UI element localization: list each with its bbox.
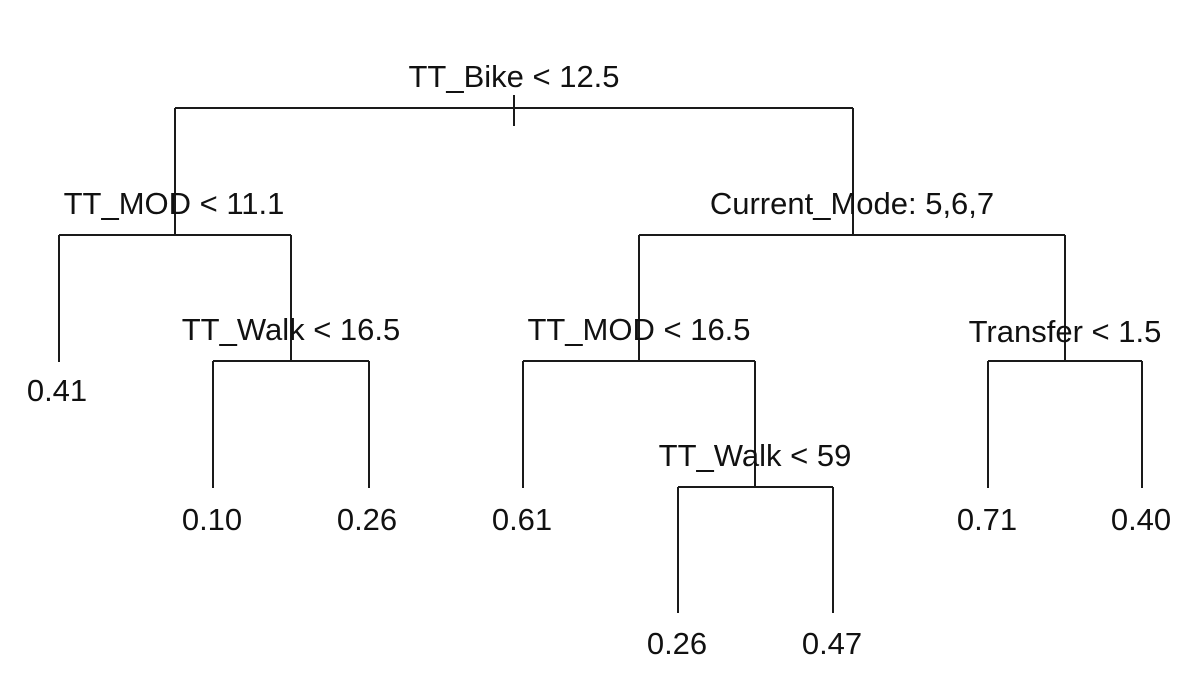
split-label-right-left: TT_MOD < 16.5 [527, 312, 750, 347]
split-label-right-right: Transfer < 1.5 [969, 314, 1162, 349]
leaf-value: 0.40 [1111, 502, 1171, 537]
leaf-value: 0.26 [647, 626, 707, 661]
leaf-value: 0.10 [182, 502, 242, 537]
split-label-right-left-right: TT_Walk < 59 [659, 438, 852, 473]
leaf-value: 0.71 [957, 502, 1017, 537]
split-labels: TT_Bike < 12.5 TT_MOD < 11.1 TT_Walk < 1… [64, 59, 1162, 473]
split-label-left: TT_MOD < 11.1 [64, 186, 285, 221]
leaf-value: 0.61 [492, 502, 552, 537]
leaf-value: 0.47 [802, 626, 862, 661]
tree-branches [58, 95, 1143, 613]
leaf-values: 0.41 0.10 0.26 0.61 0.26 0.47 0.71 0.40 [27, 373, 1171, 661]
leaf-value: 0.41 [27, 373, 87, 408]
leaf-value: 0.26 [337, 502, 397, 537]
split-label-root: TT_Bike < 12.5 [408, 59, 619, 94]
split-label-right: Current_Mode: 5,6,7 [710, 186, 994, 221]
split-label-left-right: TT_Walk < 16.5 [182, 312, 401, 347]
